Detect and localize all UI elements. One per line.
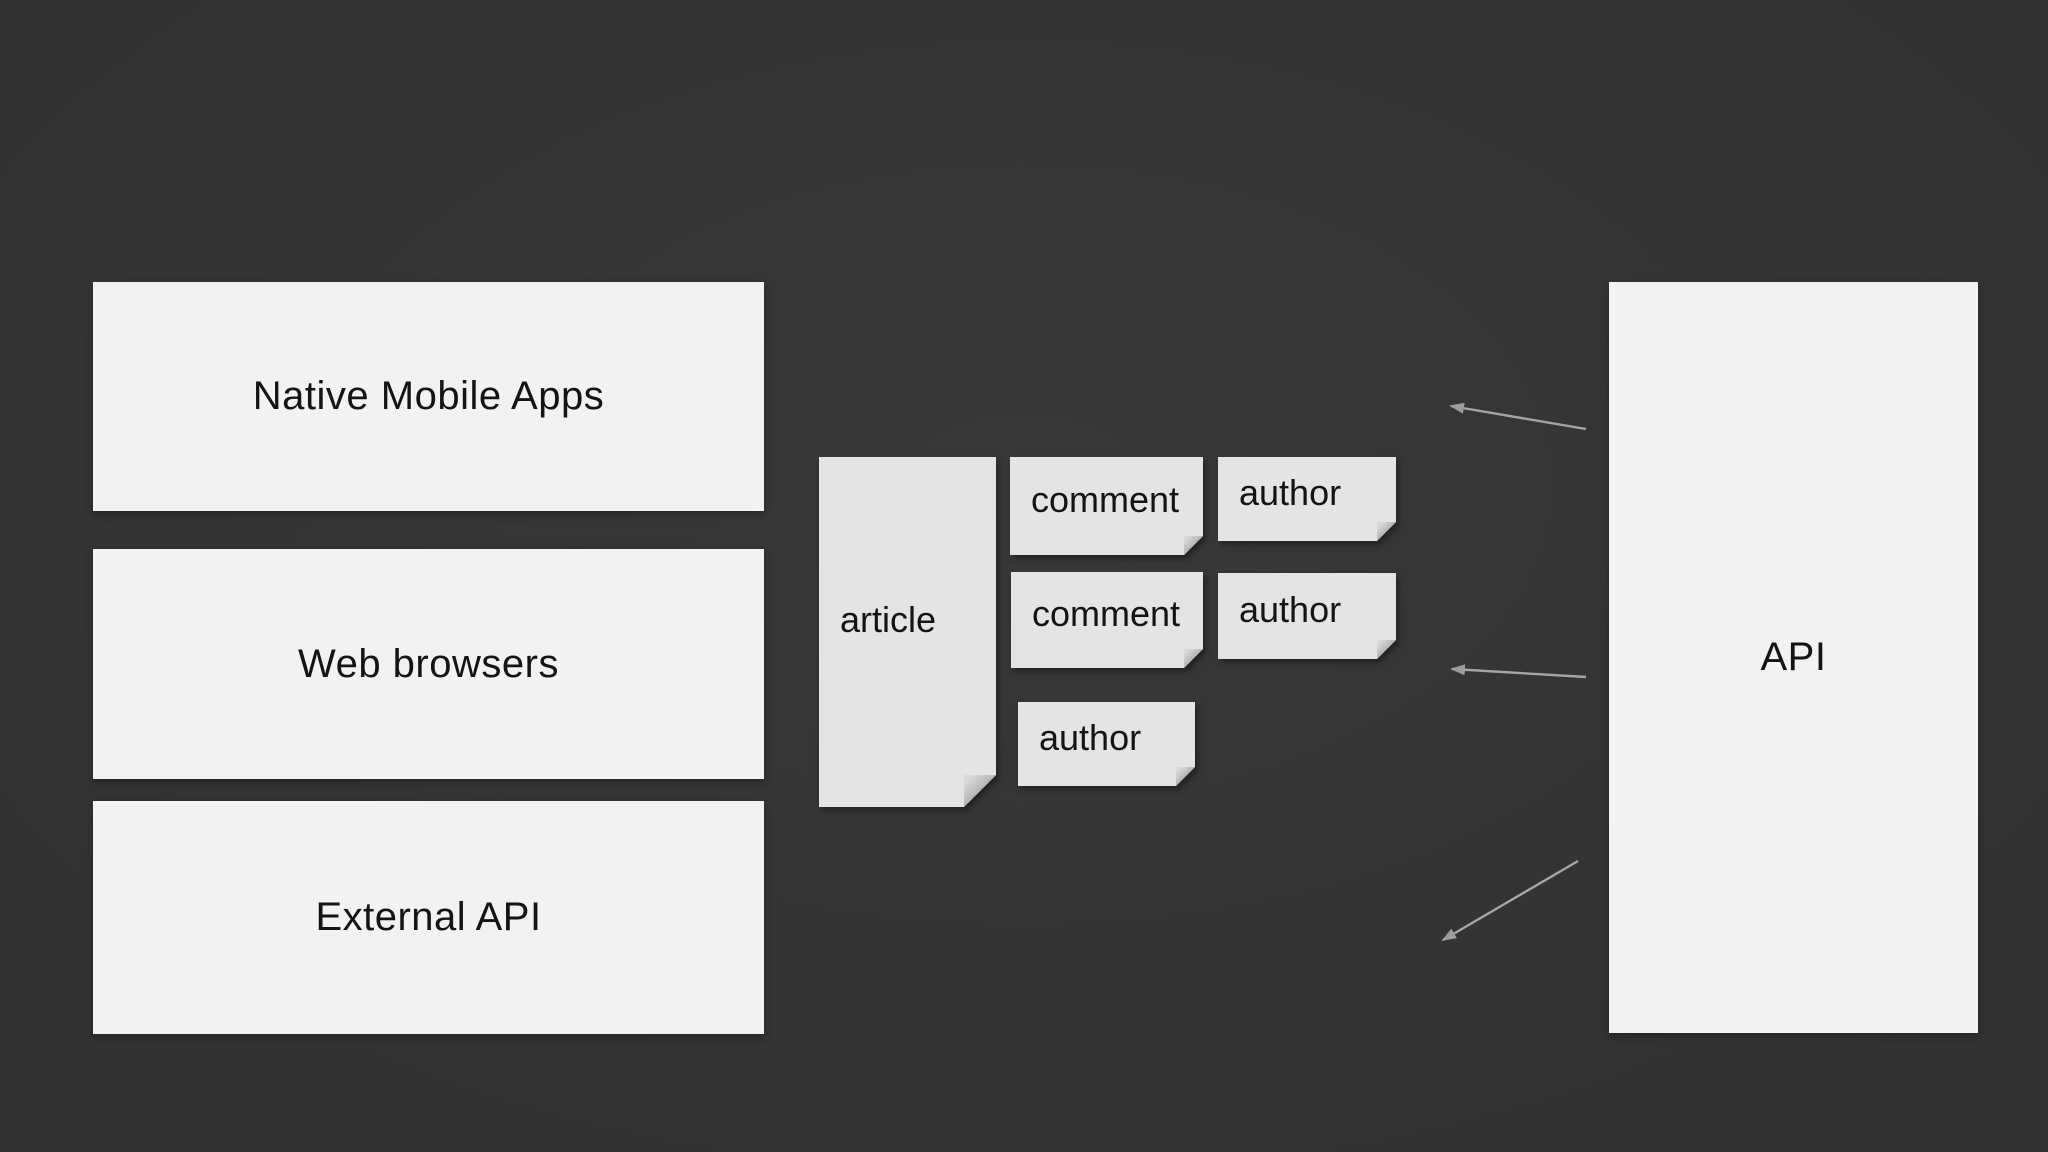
note-label: article	[840, 599, 937, 640]
api-box: API	[1609, 282, 1978, 1033]
note-label: author	[1039, 717, 1142, 758]
client-box-web-browsers: Web browsers	[93, 549, 764, 779]
folded-corner-icon	[964, 775, 996, 807]
folded-corner-icon	[1377, 640, 1396, 659]
note-body: author	[1218, 573, 1396, 659]
client-box-label: External API	[315, 895, 542, 939]
arrow-api-lower-left-icon	[1441, 859, 1579, 942]
note-author-1: author	[1218, 457, 1396, 541]
client-box-external-api: External API	[93, 801, 764, 1034]
note-label: author	[1239, 472, 1342, 513]
api-box-label: API	[1760, 635, 1827, 679]
note-label: comment	[1032, 593, 1181, 634]
client-box-native-mobile-apps: Native Mobile Apps	[93, 282, 764, 511]
folded-corner-icon	[1184, 649, 1203, 668]
arrow-api-upper-left-icon	[1449, 402, 1587, 431]
note-body: comment	[1011, 572, 1203, 668]
note-body: article	[819, 457, 996, 807]
folded-corner-icon	[1377, 522, 1396, 541]
arrow-api-middle-left-icon	[1450, 664, 1587, 679]
note-comment-2: comment	[1011, 572, 1203, 668]
folded-corner-icon	[1184, 536, 1203, 555]
note-author-3: author	[1018, 702, 1195, 786]
note-author-2: author	[1218, 573, 1396, 659]
note-body: author	[1018, 702, 1195, 786]
client-box-label: Web browsers	[298, 641, 559, 686]
note-body: author	[1218, 457, 1396, 541]
client-box-label: Native Mobile Apps	[252, 374, 605, 418]
folded-corner-icon	[1176, 767, 1195, 786]
note-comment-1: comment	[1010, 457, 1203, 555]
note-label: comment	[1031, 479, 1180, 520]
note-article: article	[819, 457, 996, 807]
note-label: author	[1239, 589, 1342, 630]
note-body: comment	[1010, 457, 1203, 555]
